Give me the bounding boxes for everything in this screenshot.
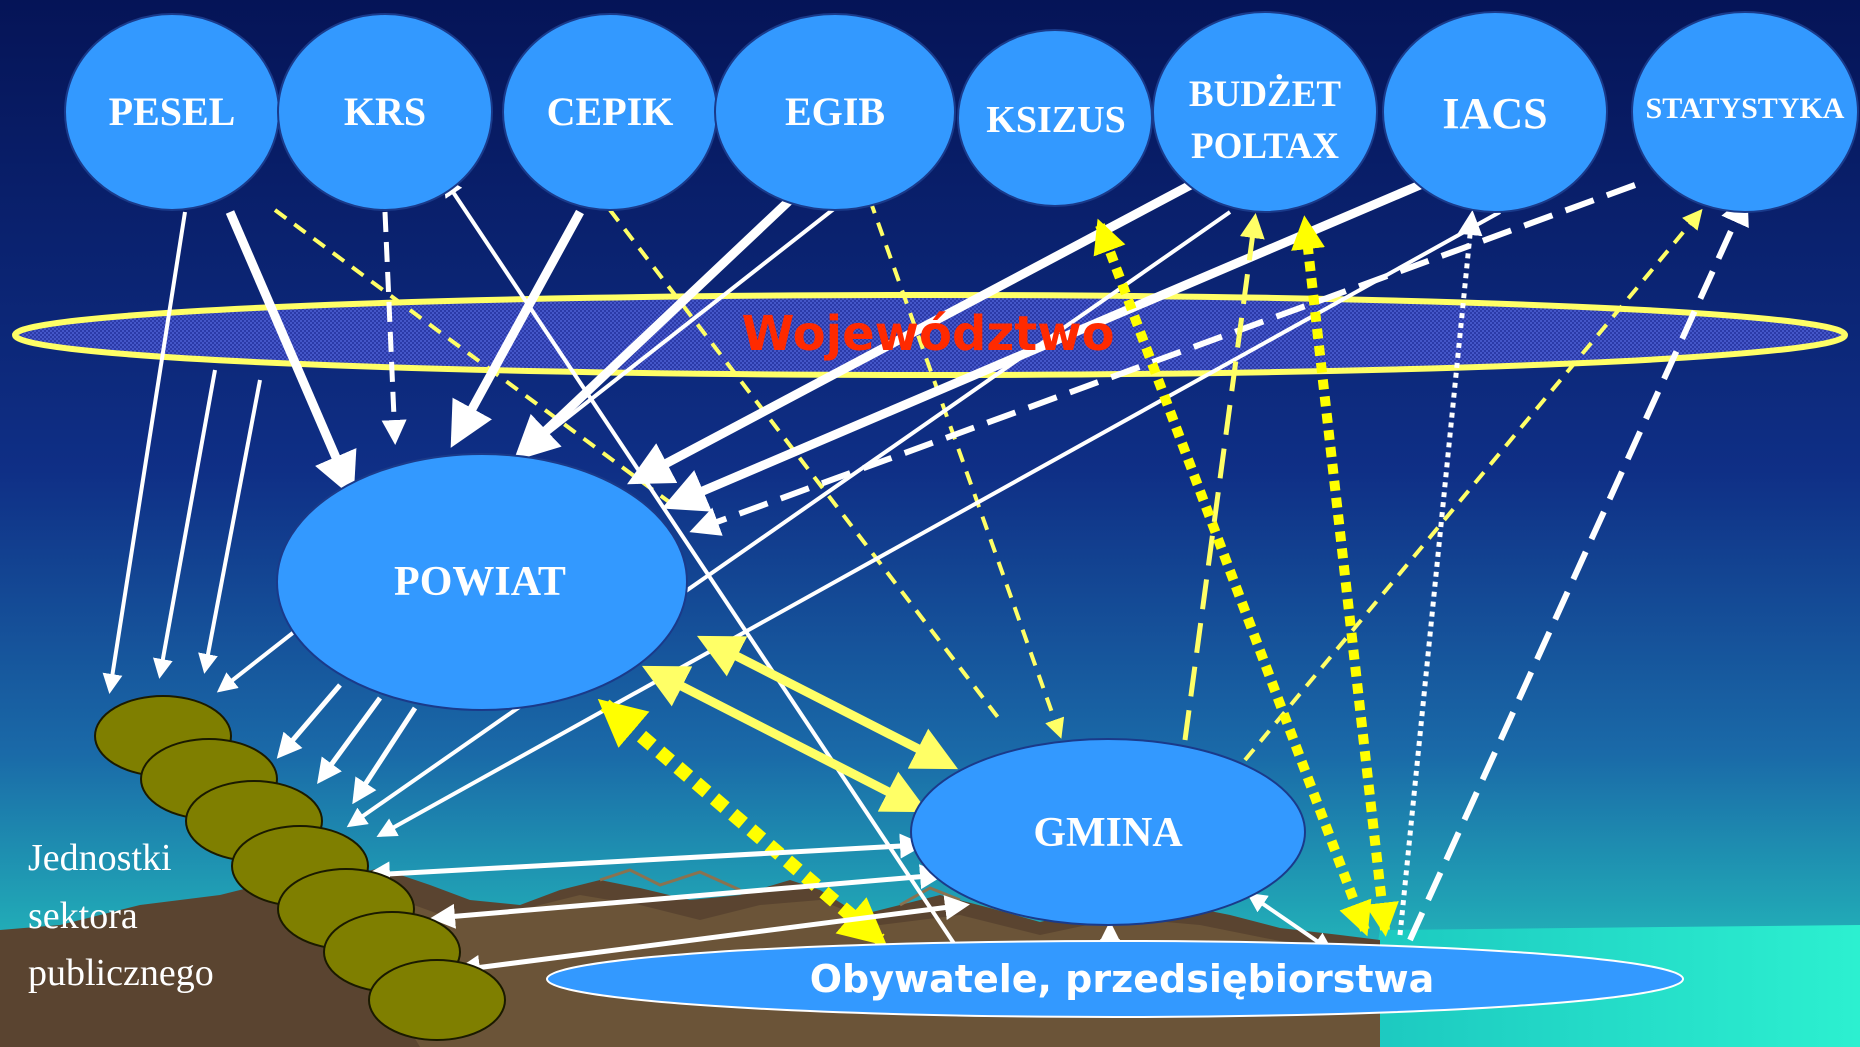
public-sector-unit[interactable] xyxy=(368,959,506,1041)
gmina-node[interactable]: GMINA xyxy=(910,738,1306,926)
registry-egib[interactable]: EGIB xyxy=(714,13,956,211)
registry-krs-circle xyxy=(277,13,493,211)
public-sector-units xyxy=(94,695,506,1041)
arrow-krs-powiat xyxy=(381,211,407,445)
registry-statystyka-circle xyxy=(1631,11,1859,213)
registry-iacs[interactable]: IACS xyxy=(1382,11,1608,213)
registry-budzet-poltax[interactable]: BUDŻET POLTAX xyxy=(1152,11,1378,213)
arrow-obywatele-jednostki xyxy=(455,895,970,980)
registry-budzet-label-line1: BUDŻET xyxy=(1189,73,1341,115)
arrow-pesel-gmina-dashed xyxy=(273,208,682,512)
public-sector-caption-line1: Jednostki xyxy=(28,837,172,879)
powiat-node[interactable]: POWIAT xyxy=(276,453,688,711)
arrows xyxy=(102,176,1749,980)
registry-krs-label: KRS xyxy=(344,89,426,134)
public-sector-caption-line3: publicznego xyxy=(28,952,214,994)
arrow-obywatele-statystyka xyxy=(1407,194,1749,942)
registry-ksizus[interactable]: KSIZUS xyxy=(957,29,1153,207)
registry-pesel[interactable]: PESEL xyxy=(64,13,280,211)
powiat-ellipse xyxy=(276,453,688,711)
gmina-ellipse xyxy=(910,738,1306,926)
wojewodztwo-label: Województwo xyxy=(741,306,1114,362)
public-sector-caption-line2: sektora xyxy=(28,895,138,937)
obywatele-node[interactable]: Obywatele, przedsiębiorstwa xyxy=(546,940,1684,1018)
registry-statystyka-label: STATYSTYKA xyxy=(1646,92,1845,125)
registries: PESEL KRS CEPIK EGIB KSIZUS BUDŻET POLTA… xyxy=(64,11,1859,213)
arrow-obywatele-iacs xyxy=(1397,210,1483,936)
obywatele-label: Obywatele, przedsiębiorstwa xyxy=(810,957,1434,1001)
powiat-label: POWIAT xyxy=(394,559,566,605)
arrow-powiat-jednostki-1 xyxy=(276,683,342,759)
registry-budzet-label-line2: POLTAX xyxy=(1191,126,1339,167)
registry-iacs-label: IACS xyxy=(1442,89,1547,138)
arrow-cepik-powiat xyxy=(450,209,584,448)
arrow-cepik-gmina-dashed xyxy=(608,208,1002,722)
registry-pesel-label: PESEL xyxy=(109,89,236,134)
arrow-pesel-jednostki-2 xyxy=(152,369,217,679)
registry-ksizus-label: KSIZUS xyxy=(986,99,1125,141)
registry-krs[interactable]: KRS xyxy=(277,13,493,211)
arrow-powiat-jednostki-3 xyxy=(352,706,418,805)
registry-egib-circle xyxy=(714,13,956,211)
registry-ksizus-circle xyxy=(957,29,1153,207)
registry-cepik-label: CEPIK xyxy=(547,89,674,134)
arrow-pesel-powiat xyxy=(225,210,357,499)
public-sector-caption: Jednostki sektora publicznego xyxy=(28,837,214,994)
registry-statystyka[interactable]: STATYSTYKA xyxy=(1631,11,1859,213)
registry-egib-label: EGIB xyxy=(785,89,885,134)
registry-cepik[interactable]: CEPIK xyxy=(502,13,718,211)
arrow-budzet-jednostki xyxy=(346,210,1232,828)
gmina-label: GMINA xyxy=(1033,810,1183,856)
arrow-pesel-jednostki-3 xyxy=(198,379,262,674)
arrow-powiat-jednostki-2 xyxy=(317,696,383,785)
registry-iacs-circle xyxy=(1382,11,1608,213)
arrow-pesel-jednostki-1 xyxy=(102,211,187,694)
registry-budzet-circle xyxy=(1152,11,1378,213)
obywatele-ellipse xyxy=(546,940,1684,1018)
arrow-egib-powiat xyxy=(513,196,794,462)
